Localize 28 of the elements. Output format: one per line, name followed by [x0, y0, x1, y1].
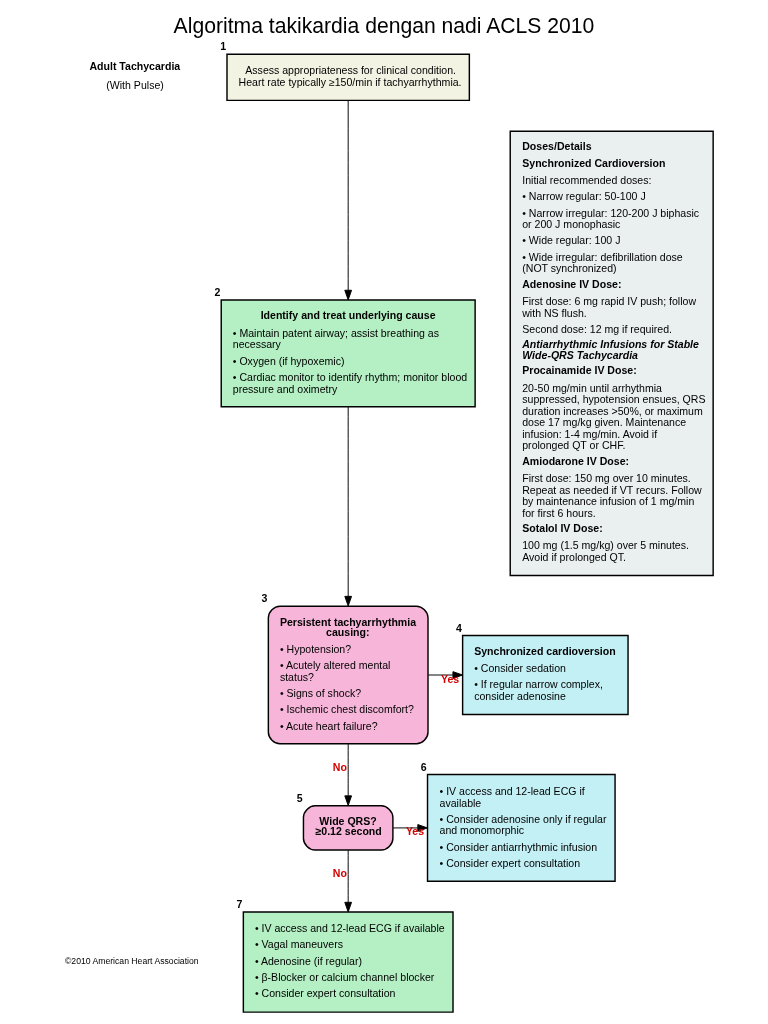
node-box: Assess appropriateness for clinical condition. Heart rate typically ≥150/min if tachyarrhythmia. — [226, 53, 471, 102]
diagram-title: Algoritma takikardia dengan nadi ACLS 2010 — [173, 13, 595, 37]
node-label: 5 — [296, 791, 303, 804]
label: (With Pulse) — [106, 78, 164, 91]
node-box: Wide QRS? ≥0.12 second — [302, 805, 394, 851]
arrow — [344, 849, 353, 913]
node-box: • IV access and 12-lead ECG if available • Vagal maneuvers • Adenosine (if regular) • β-Blocker or calcium channel blocker • Consider expert consultation — [242, 911, 454, 1013]
node-label: 6 — [420, 760, 427, 773]
node-label: 4 — [455, 621, 462, 634]
node-label: 2 — [214, 285, 221, 298]
node-box: • IV access and 12-lead ECG if available • Consider adenosine only if regular and monomorphic • Consider antiarrhythmic infusion • Consider expert consultation — [426, 773, 616, 883]
edge-label: No — [332, 866, 347, 879]
label: ©2010 American Heart Association — [64, 956, 199, 967]
arrow — [344, 100, 353, 301]
arrow — [344, 743, 353, 806]
arrow — [427, 671, 464, 679]
node-box: Synchronized cardioversion • Consider sedation • If regular narrow complex, consider adenosine — [461, 634, 629, 716]
node-box: Doses/Details Synchronized Cardioversion Initial recommended doses: • Narrow regular: 50-100 J • Narrow irregular: 120-200 J biphasic or 200 J monophasic • Wide regular: 100 J • Wide irregular: defibrillation dose (NOT synchronized) Adenosine IV Dose: First dose: 6 mg rapid IV push; follow with NS flush. Second dose: 12 mg if required. Antiarrhythmic Infusions for Stable Wide-QRS Tachycardia Procainamide IV Dose: 20-50 mg/min until arrhythmia suppressed, hypotension ensues, QRS duration increases >50%, or maximum dose 17 mg/kg given. Maintenance infusion: 1-4 mg/min. Avoid if prolonged QT or CHF. Amiodarone IV Dose: First dose: 150 mg over 10 minutes. Repeat as needed if VT recurs. Follow by maintenance infusion of 1 mg/min for first 6 hours. Sotalol IV Dose: 100 mg (1.5 mg/kg) over 5 minutes. Avoid if prolonged QT. — [509, 130, 714, 577]
edge-label: Yes — [405, 825, 425, 838]
node-label: 1 — [220, 40, 227, 53]
edge-label: Yes — [441, 672, 460, 685]
node-box: Identify and treat underlying cause • Maintain patent airway; assist breathing as necessary • Oxygen (if hypoxemic) • Cardiac monitor to identify rhythm; monitor blood pressure and oximetry — [220, 299, 476, 408]
node-label: 7 — [236, 898, 243, 911]
node-box: Persistent tachyarrhythmia causing: • Hypotension? • Acutely altered mental status? • Signs of shock? • Ischemic chest discomfort? • Acute heart failure? — [267, 605, 429, 745]
label: Adult Tachycardia — [89, 60, 181, 73]
arrow — [344, 406, 353, 607]
node-label: 3 — [261, 592, 268, 605]
edge-label: No — [332, 760, 347, 773]
